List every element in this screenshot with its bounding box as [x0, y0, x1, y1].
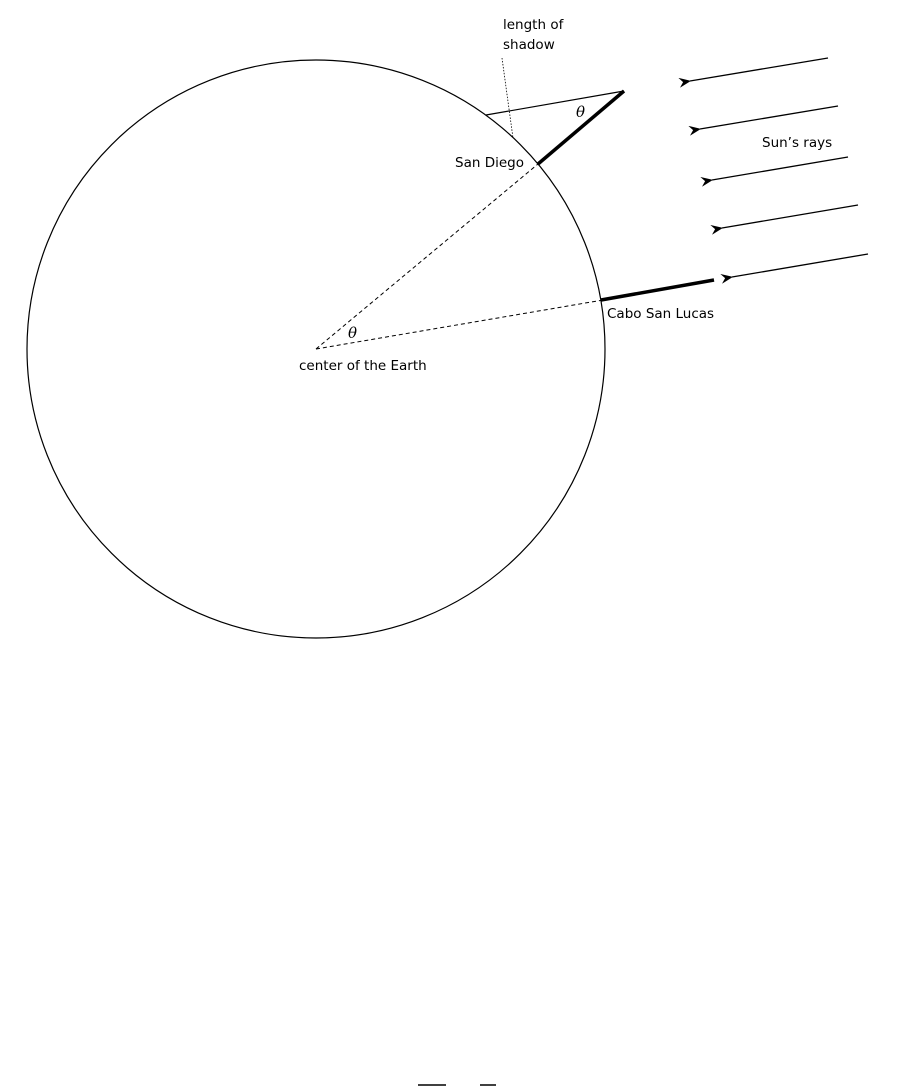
shadow-label-line1: length of	[503, 17, 565, 33]
shadow-ray-line	[485, 90, 625, 116]
radius-to-san-diego	[315, 163, 539, 350]
sun-ray-arrow	[720, 253, 869, 284]
pole-cabo	[600, 278, 715, 302]
center-of-earth-label: center of the Earth	[299, 358, 427, 374]
theta-center-label: θ	[348, 324, 357, 342]
theta-top-label: θ	[576, 103, 585, 121]
sun-ray-arrow	[700, 156, 849, 187]
cabo-san-lucas-label: Cabo San Lucas	[607, 306, 714, 322]
earth-circle	[26, 59, 606, 639]
sun-rays-label: Sun’s rays	[762, 135, 832, 151]
shadow-leader-line	[501, 57, 514, 139]
san-diego-label: San Diego	[455, 155, 524, 171]
sun-ray-arrow	[678, 57, 829, 88]
sun-ray-arrow	[710, 204, 859, 235]
sun-ray-arrow	[688, 105, 839, 136]
sun-rays-group	[678, 57, 869, 284]
pole-san-diego	[536, 89, 626, 166]
radius-to-cabo	[315, 299, 604, 350]
shadow-label-line2: shadow	[503, 37, 555, 53]
